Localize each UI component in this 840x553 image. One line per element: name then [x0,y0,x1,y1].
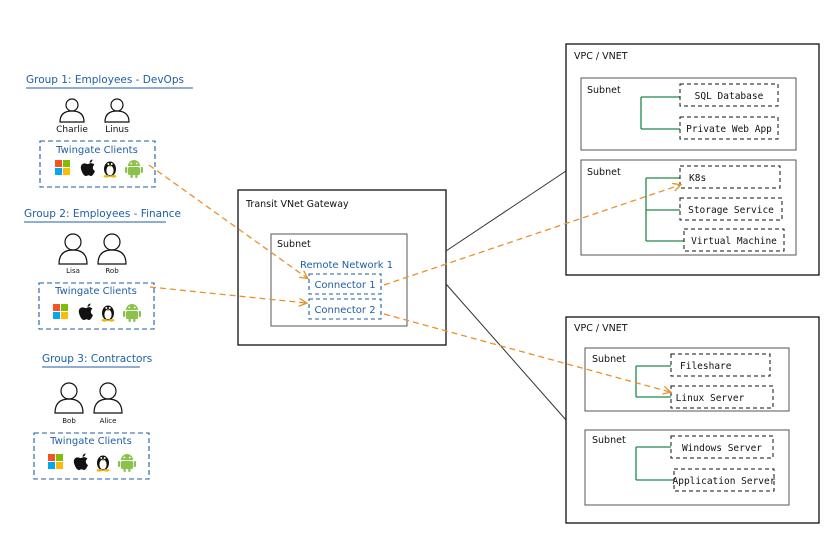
tree-connector [640,96,680,130]
group-title: Group 3: Contractors [42,353,152,365]
person-name: Charlie [56,125,88,135]
service-label: Fileshare [680,361,732,372]
connector-box [308,298,382,320]
service-box [670,353,771,377]
linux-icon [96,455,110,472]
connector-label: Connector 1 [314,280,375,291]
flow-arrow [383,185,680,286]
group-finance: Group 2: Employees - Finance Lisa Rob Tw… [24,208,181,330]
group-title: Group 1: Employees - DevOps [26,74,184,86]
service-label: Storage Service [688,205,774,216]
service-box [679,165,781,189]
twingate-clients-box [38,282,155,330]
tree-connector [635,446,674,481]
person-name: Rob [105,267,119,275]
person-name: Bob [62,417,76,425]
peering-line [445,283,567,421]
service-box [679,83,779,107]
group-contractors: Group 3: Contractors Bob Alice Twingate … [33,353,152,480]
flow-arrow [149,286,306,303]
subnet-box [584,429,790,506]
twingate-clients-label: Twingate Clients [54,286,137,297]
android-icon [123,304,141,322]
peering-line [445,170,567,252]
service-label: SQL Database [695,91,764,102]
windows-icon [55,160,70,175]
service-label: Windows Server [682,443,762,454]
apple-icon [78,303,93,320]
linux-icon [103,161,117,178]
person-icon [97,233,127,265]
service-box [679,197,783,221]
gateway-title: Transit VNet Gateway [245,199,349,210]
vpc-top: VPC / VNET Subnet SQL Database Private W… [565,43,820,276]
linux-icon [101,305,115,322]
flow-arrow [148,164,307,278]
gateway-subnet-label: Subnet [277,239,311,250]
subnet-box [584,347,790,412]
vpc-bottom: VPC / VNET Subnet Fileshare Linux Server… [565,316,820,524]
subnet-label: Subnet [587,167,621,178]
service-label: K8s [689,173,706,184]
person-icon [93,382,123,414]
gateway-box [237,189,447,346]
connector-box [308,273,382,295]
twingate-clients-box [39,140,156,188]
twingate-clients-label: Twingate Clients [49,436,132,447]
traffic-flows [148,164,680,392]
tree-connector [635,365,671,398]
service-box [683,228,785,252]
twingate-clients-label: Twingate Clients [55,145,138,156]
service-label: Linux Server [676,393,745,404]
service-box [670,385,774,409]
android-icon [118,454,136,472]
vpc-title: VPC / VNET [574,323,628,334]
service-box [673,468,775,492]
gateway-subnet-box [270,233,408,327]
apple-icon [80,159,95,176]
subnet-box [580,77,797,151]
twingate-clients-box [33,432,150,480]
windows-icon [53,304,68,319]
person-name: Lisa [66,267,80,275]
vpc-box [565,316,820,524]
tree-connector [645,177,684,242]
person-name: Linus [105,125,129,135]
vpc-title: VPC / VNET [574,51,628,62]
subnet-label: Subnet [587,85,621,96]
group-devops: Group 1: Employees - DevOps Charlie Linu… [26,74,193,188]
subnet-label: Subnet [592,435,626,446]
person-name: Alice [100,417,117,425]
group-title: Group 2: Employees - Finance [24,208,181,220]
service-label: Application Server [673,476,776,487]
person-icon [59,98,85,123]
vpc-box [565,43,820,276]
person-icon [54,382,84,414]
subnet-label: Subnet [592,354,626,365]
connector-label: Connector 2 [314,305,375,316]
service-box [679,116,779,140]
remote-network-label: Remote Network 1 [300,260,393,271]
service-label: Virtual Machine [691,236,777,247]
apple-icon [73,453,88,470]
subnet-box [580,159,797,256]
person-icon [58,233,88,265]
person-icon [104,98,130,123]
windows-icon [48,454,63,469]
transit-gateway: Transit VNet Gateway Subnet Remote Netwo… [237,189,447,346]
service-box [670,435,774,459]
android-icon [125,160,143,178]
service-label: Private Web App [686,124,772,135]
